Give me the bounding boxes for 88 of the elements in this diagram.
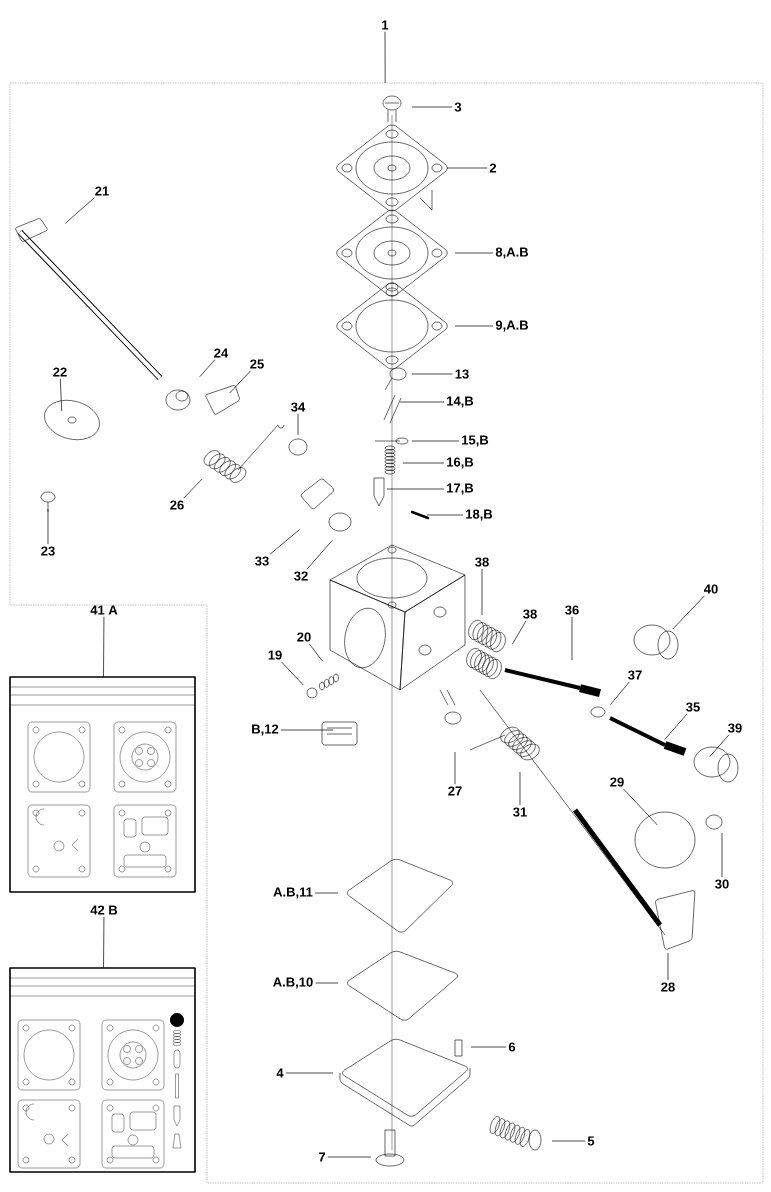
- leader-line: [103, 616, 105, 678]
- callout-number: 40: [703, 584, 718, 594]
- callout-number: 5: [587, 1136, 595, 1146]
- leader-line: [610, 681, 630, 705]
- callout-number: 15,B: [462, 435, 489, 447]
- callout-number: 22: [53, 367, 67, 377]
- callout-number: 36: [565, 605, 579, 615]
- leader-line: [327, 1156, 372, 1158]
- leader-line: [411, 440, 460, 442]
- leader-line: [481, 568, 483, 616]
- leader-line: [386, 488, 445, 490]
- callout-number: 6: [508, 1042, 516, 1052]
- callout-number: 28: [661, 982, 675, 992]
- leader-line: [551, 1140, 586, 1142]
- callout-number: 31: [513, 807, 527, 817]
- callout-number: 14,B: [447, 396, 474, 408]
- callout-number: 34: [291, 402, 306, 412]
- callout-number: 33: [255, 556, 269, 566]
- callout-number: 8,A.B: [495, 247, 528, 259]
- leader-line: [384, 31, 386, 84]
- leader-line: [454, 252, 494, 254]
- leader-line: [315, 982, 339, 984]
- leader-line: [446, 167, 488, 169]
- kit-bag: [9, 967, 196, 1173]
- callout-number: 27: [448, 786, 462, 796]
- leader-line: [454, 325, 494, 327]
- callout-number: 17,B: [447, 483, 474, 495]
- leader-line: [314, 892, 339, 894]
- leader-line: [59, 378, 63, 412]
- callout-number: 38: [523, 609, 537, 619]
- callout-number: 29: [610, 777, 624, 787]
- callout-number: A.B,10: [273, 977, 313, 989]
- callout-number: 38: [475, 557, 489, 567]
- leader-line: [64, 197, 95, 224]
- leader-line: [399, 401, 445, 403]
- leader-line: [709, 734, 730, 758]
- leader-line: [285, 1072, 334, 1074]
- leader-line: [667, 952, 669, 981]
- callout-number: 2: [489, 163, 497, 173]
- leader-line: [199, 359, 216, 378]
- leader-line: [103, 916, 105, 969]
- leader-line: [281, 661, 304, 686]
- callout-number: 42 B: [90, 905, 118, 915]
- leader-line: [512, 620, 527, 645]
- callout-number: 4: [276, 1068, 284, 1078]
- leader-line: [47, 508, 49, 545]
- callout-number: 23: [41, 546, 55, 556]
- callout-number: 24: [214, 348, 229, 358]
- callout-number: 35: [686, 702, 700, 712]
- leader-line: [411, 106, 453, 108]
- leader-line: [623, 788, 658, 826]
- kit-bag: [9, 676, 196, 893]
- leader-line: [183, 478, 203, 499]
- leader-line: [672, 595, 705, 630]
- leader-line: [470, 1046, 507, 1048]
- callout-number: 3: [454, 102, 462, 112]
- leader-line: [269, 529, 300, 555]
- callout-number: 7: [318, 1152, 326, 1162]
- leader-line: [402, 462, 445, 464]
- leader-line: [519, 771, 521, 806]
- callout-number: 25: [250, 359, 264, 369]
- leader-line: [306, 539, 333, 570]
- callout-number: 41 A: [90, 605, 118, 615]
- leader-line: [280, 729, 334, 731]
- leader-line: [229, 370, 251, 394]
- callout-number: 37: [628, 670, 642, 680]
- leader-line: [721, 832, 723, 878]
- callout-number: 32: [294, 571, 308, 581]
- leader-line: [426, 514, 464, 516]
- callout-number: A.B,11: [273, 887, 313, 899]
- callout-number: 39: [728, 723, 742, 733]
- callout-number: B,12: [252, 724, 279, 736]
- callout-number: 26: [170, 500, 184, 510]
- callout-number: 16,B: [447, 457, 474, 469]
- callout-number: 9,A.B: [495, 320, 528, 332]
- callout-number: 30: [715, 879, 729, 889]
- callout-number: 21: [95, 186, 109, 196]
- callout-number: 1: [382, 20, 389, 30]
- leader-line: [454, 751, 456, 785]
- leader-line: [297, 413, 299, 436]
- leader-line: [411, 373, 453, 375]
- leader-line: [664, 713, 688, 741]
- leader-line: [571, 616, 573, 661]
- callout-number: 18,B: [466, 509, 493, 521]
- callout-number: 20: [297, 632, 311, 642]
- callout-number: 19: [268, 650, 282, 660]
- leader-line: [308, 643, 324, 662]
- callout-number: 13: [455, 369, 469, 379]
